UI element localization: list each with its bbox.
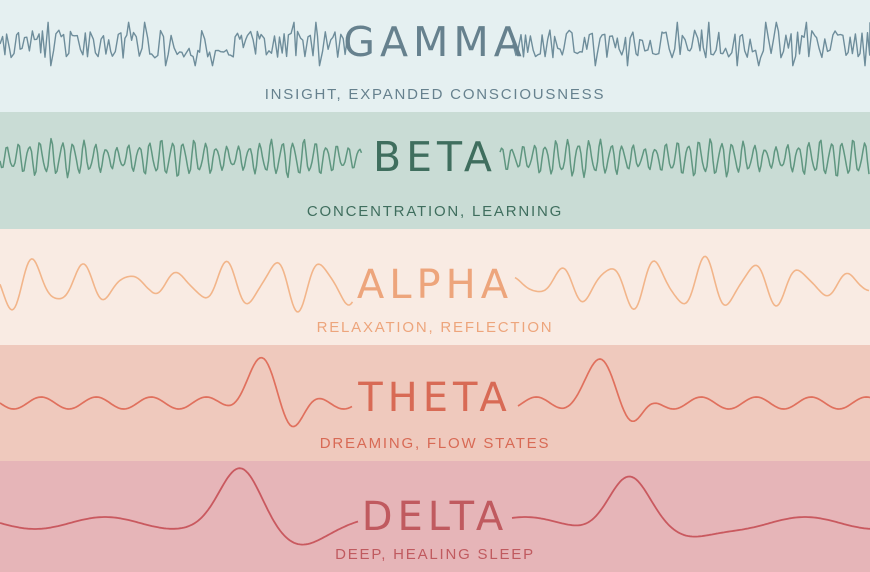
beta-wave-right	[499, 138, 870, 179]
alpha-waveform	[0, 255, 870, 313]
theta-wave-right	[517, 358, 870, 423]
alpha-wave-right	[514, 255, 870, 310]
beta-waveform	[0, 137, 870, 179]
gamma-title: GAMMA	[343, 18, 527, 66]
band-gamma: GAMMA INSIGHT, EXPANDED CONSCIOUSNESS	[0, 0, 870, 112]
gamma-description: INSIGHT, EXPANDED CONSCIOUSNESS	[264, 86, 606, 103]
gamma-wave-left	[0, 21, 348, 67]
gamma-waveform	[0, 21, 870, 67]
beta-wave-left	[0, 137, 363, 179]
theta-description: DREAMING, FLOW STATES	[319, 435, 551, 452]
delta-wave-left	[0, 467, 359, 546]
beta-description: CONCENTRATION, LEARNING	[306, 203, 564, 220]
band-beta: BETA CONCENTRATION, LEARNING	[0, 112, 870, 229]
delta-title: DELTA	[361, 494, 509, 540]
alpha-wave-left	[0, 258, 354, 313]
band-alpha: ALPHA RELAXATION, REFLECTION	[0, 229, 870, 345]
theta-title: THETA	[358, 375, 512, 421]
delta-description: DEEP, HEALING SLEEP	[335, 546, 535, 563]
delta-wave-right	[511, 475, 870, 538]
theta-wave-left	[0, 356, 353, 428]
alpha-title: ALPHA	[356, 262, 514, 308]
alpha-description: RELAXATION, REFLECTION	[316, 319, 554, 336]
beta-title: BETA	[373, 133, 497, 181]
gamma-wave-right	[512, 21, 870, 67]
band-theta: THETA DREAMING, FLOW STATES	[0, 345, 870, 461]
theta-waveform	[0, 356, 870, 428]
delta-waveform	[0, 467, 870, 546]
band-delta: DELTA DEEP, HEALING SLEEP	[0, 461, 870, 572]
